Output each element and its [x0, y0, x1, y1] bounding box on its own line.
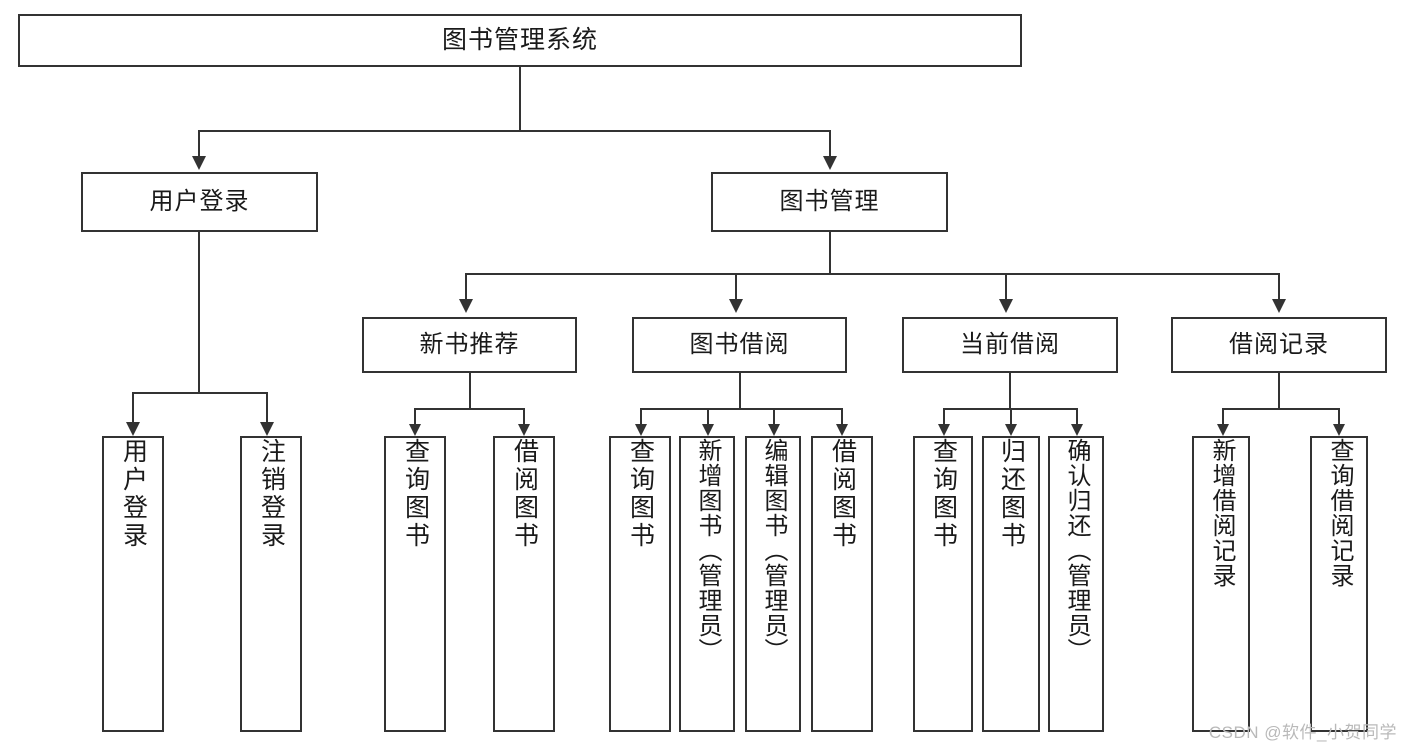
- connector-current-borrow-stem: [1009, 373, 1011, 408]
- leaf-book-borrow-add-admin[interactable]: 新增图书（管理员）: [679, 436, 735, 732]
- arrowhead-bb-leaf-1: [635, 424, 647, 436]
- node-label: 新书推荐: [419, 331, 520, 358]
- connector-br-branch-2: [1338, 408, 1340, 424]
- connector-root-to-book-management: [829, 130, 831, 156]
- connector-user-login-bus: [132, 392, 266, 394]
- leaf-borrow-record-add[interactable]: 新增借阅记录: [1192, 436, 1250, 732]
- leaf-label: 新增图书（管理员）: [693, 438, 721, 663]
- connector-level3-bus: [465, 273, 1280, 275]
- connector-bb-branch-1: [640, 408, 642, 424]
- connector-new-book-recommend-stem: [469, 373, 471, 408]
- node-current-borrow[interactable]: 当前借阅: [902, 317, 1118, 373]
- node-book-management[interactable]: 图书管理: [711, 172, 948, 232]
- arrowhead-user-login-leaf-2: [260, 422, 274, 436]
- arrowhead-new-book-recommend: [459, 299, 473, 313]
- leaf-label: 确认归还（管理员）: [1062, 438, 1090, 663]
- connector-book-management-stem: [829, 232, 831, 273]
- node-label: 图书管理: [779, 188, 880, 215]
- node-borrow-record[interactable]: 借阅记录: [1171, 317, 1387, 373]
- node-label: 图书管理系统: [441, 26, 598, 54]
- arrowhead-bb-leaf-3: [768, 424, 780, 436]
- connector-bb-branch-2: [707, 408, 709, 424]
- arrowhead-root-to-user-login: [192, 156, 206, 170]
- connector-br-branch-1: [1222, 408, 1224, 424]
- arrowhead-nbr-leaf-1: [409, 424, 421, 436]
- connector-bb-branch-4: [841, 408, 843, 424]
- node-new-book-recommend[interactable]: 新书推荐: [362, 317, 577, 373]
- node-label: 图书借阅: [689, 331, 790, 358]
- leaf-book-borrow-query[interactable]: 查询图书: [609, 436, 671, 732]
- connector-cb-branch-2: [1010, 408, 1012, 424]
- connector-root-to-user-login: [198, 130, 200, 156]
- leaf-label: 注销登录: [257, 438, 286, 550]
- arrowhead-cb-leaf-2: [1005, 424, 1017, 436]
- leaf-label: 编辑图书（管理员）: [759, 438, 787, 663]
- node-user-login[interactable]: 用户登录: [81, 172, 318, 232]
- leaf-label: 借阅图书: [510, 438, 539, 550]
- leaf-label: 新增借阅记录: [1207, 438, 1235, 588]
- leaf-label: 查询图书: [929, 438, 958, 550]
- arrowhead-borrow-record: [1272, 299, 1286, 313]
- connector-book-borrow-bus: [640, 408, 843, 410]
- arrowhead-br-leaf-1: [1217, 424, 1229, 436]
- connector-user-login-branch-2: [266, 392, 268, 422]
- arrowhead-user-login-leaf-1: [126, 422, 140, 436]
- arrowhead-bb-leaf-4: [836, 424, 848, 436]
- connector-book-borrow-stem: [739, 373, 741, 408]
- connector-to-current-borrow: [1005, 273, 1007, 299]
- connector-user-login-branch-1: [132, 392, 134, 422]
- node-label: 当前借阅: [960, 331, 1060, 358]
- arrowhead-nbr-leaf-2: [518, 424, 530, 436]
- node-label: 借阅记录: [1229, 331, 1329, 358]
- leaf-label: 归还图书: [997, 438, 1026, 550]
- connector-user-login-stem: [198, 232, 200, 392]
- connector-to-new-book-recommend: [465, 273, 467, 299]
- connector-cb-branch-1: [943, 408, 945, 424]
- leaf-label: 查询图书: [626, 438, 655, 550]
- connector-new-book-recommend-bus: [414, 408, 524, 410]
- leaf-book-borrow-borrow[interactable]: 借阅图书: [811, 436, 873, 732]
- arrowhead-bb-leaf-2: [702, 424, 714, 436]
- leaf-new-book-borrow[interactable]: 借阅图书: [493, 436, 555, 732]
- connector-cb-branch-3: [1076, 408, 1078, 424]
- arrowhead-cb-leaf-1: [938, 424, 950, 436]
- arrowhead-current-borrow: [999, 299, 1013, 313]
- leaf-new-book-query[interactable]: 查询图书: [384, 436, 446, 732]
- connector-bb-branch-3: [773, 408, 775, 424]
- csdn-watermark: CSDN @软件_小贺同学: [1208, 723, 1397, 742]
- arrowhead-book-borrow: [729, 299, 743, 313]
- leaf-label: 查询图书: [401, 438, 430, 550]
- leaf-user-login-signout[interactable]: 注销登录: [240, 436, 302, 732]
- leaf-borrow-record-query[interactable]: 查询借阅记录: [1310, 436, 1368, 732]
- node-book-borrow[interactable]: 图书借阅: [632, 317, 847, 373]
- leaf-label: 借阅图书: [828, 438, 857, 550]
- node-root-book-management-system[interactable]: 图书管理系统: [18, 14, 1022, 67]
- leaf-user-login-signin[interactable]: 用户登录: [102, 436, 164, 732]
- connector-nbr-branch-1: [414, 408, 416, 424]
- leaf-current-borrow-return[interactable]: 归还图书: [982, 436, 1040, 732]
- leaf-label: 用户登录: [119, 438, 148, 550]
- connector-nbr-branch-2: [523, 408, 525, 424]
- arrowhead-br-leaf-2: [1333, 424, 1345, 436]
- connector-to-book-borrow: [735, 273, 737, 299]
- connector-root-stem: [519, 67, 521, 130]
- leaf-current-borrow-confirm-return-admin[interactable]: 确认归还（管理员）: [1048, 436, 1104, 732]
- arrowhead-root-to-book-management: [823, 156, 837, 170]
- node-label: 用户登录: [149, 188, 250, 215]
- connector-root-bus: [198, 130, 831, 132]
- leaf-current-borrow-query[interactable]: 查询图书: [913, 436, 973, 732]
- leaf-label: 查询借阅记录: [1325, 438, 1353, 588]
- connector-to-borrow-record: [1278, 273, 1280, 299]
- connector-borrow-record-bus: [1222, 408, 1339, 410]
- leaf-book-borrow-edit-admin[interactable]: 编辑图书（管理员）: [745, 436, 801, 732]
- connector-borrow-record-stem: [1278, 373, 1280, 408]
- arrowhead-cb-leaf-3: [1071, 424, 1083, 436]
